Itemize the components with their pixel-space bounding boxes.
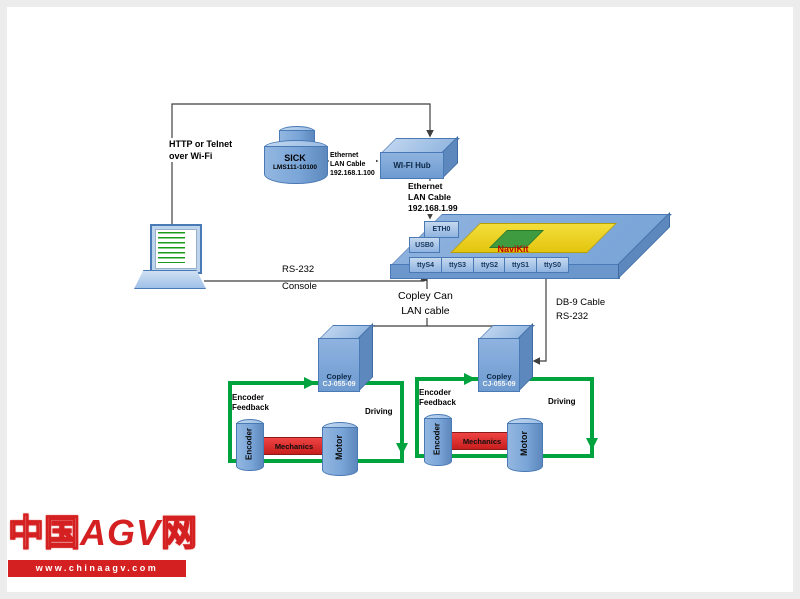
label-driving-left: Driving <box>365 407 393 416</box>
copley-1-label: Copley CJ-055-09 <box>322 371 356 388</box>
port-ttys1: ttyS1 <box>504 257 537 273</box>
encoder-right: Encoder <box>424 414 452 466</box>
motor-left: Motor <box>322 422 358 476</box>
laptop-base <box>134 270 206 289</box>
encoder-right-label: Encoder <box>432 423 442 456</box>
port-ttys3-label: ttyS3 <box>448 261 467 269</box>
navikit-label: NaviKit <box>497 244 529 254</box>
label-db9-cable: DB-9 Cable RS-232 <box>556 297 606 322</box>
port-ttys1-label: ttyS1 <box>511 261 530 269</box>
loop-arrow-right-driving <box>586 438 598 450</box>
usb0-label: USB0 <box>415 241 434 249</box>
encoder-left-label: Encoder <box>244 428 254 461</box>
port-ttys0: ttyS0 <box>536 257 569 273</box>
eth0-port: ETH0 <box>424 221 459 238</box>
wire-laptop-to-wifihub <box>171 103 434 228</box>
feedback-loop-right <box>415 377 594 458</box>
port-ttys4: ttyS4 <box>409 257 442 273</box>
usb0-port: USB0 <box>409 237 440 253</box>
label-encoder-feedback-right: Encoder Feedback <box>419 388 456 408</box>
sick-label: SICK LMS111-10100 <box>264 153 326 172</box>
mechanics-left-label: Mechanics <box>274 441 314 451</box>
label-copley-can: Copley Can LAN cable <box>397 289 454 319</box>
watermark-url: www.chinaagv.com <box>8 559 186 577</box>
port-ttys3: ttyS3 <box>441 257 474 273</box>
label-eth-lan-100: Ethernet LAN Cable 192.168.1.100 <box>329 151 376 179</box>
label-driving-right: Driving <box>548 397 576 406</box>
motor-right-label: Motor <box>519 431 529 457</box>
watermark-cn-right: 网 <box>160 511 198 554</box>
port-ttys4-label: ttyS4 <box>416 261 435 269</box>
sick-name: SICK <box>284 153 306 163</box>
label-encoder-feedback-left: Encoder Feedback <box>232 393 269 413</box>
encoder-left: Encoder <box>236 419 264 471</box>
laptop-screen-code <box>155 229 197 269</box>
mechanics-bar-right: Mechanics <box>450 432 514 450</box>
sick-model: LMS111-10100 <box>272 163 318 171</box>
copley-2-label: Copley CJ-055-09 <box>482 371 516 388</box>
label-rs232-console: RS-232 Console <box>282 264 317 293</box>
label-http-telnet: HTTP or Telnet over Wi-Fi <box>168 138 234 163</box>
loop-arrow-left-driving <box>396 443 408 455</box>
motor-left-label: Motor <box>334 435 344 461</box>
mechanics-bar-left: Mechanics <box>262 437 326 455</box>
wifi-hub-front-face: WI-FI Hub <box>380 152 444 179</box>
label-eth-lan-99: Ethernet LAN Cable 192.168.1.99 <box>407 181 459 215</box>
watermark: 中国AGV网 www.chinaagv.com <box>7 510 198 577</box>
loop-arrow-right-feedback <box>464 373 476 385</box>
laptop-screen <box>150 224 202 274</box>
watermark-title: 中国AGV网 <box>7 510 198 557</box>
port-ttys0-label: ttyS0 <box>543 261 562 269</box>
port-ttys2: ttyS2 <box>473 257 506 273</box>
loop-arrow-left-feedback <box>304 377 316 389</box>
eth0-label: ETH0 <box>432 226 451 233</box>
motor-right: Motor <box>507 418 543 472</box>
watermark-cn-left: 中国 <box>7 511 81 554</box>
wire-db9-to-copley2 <box>532 271 547 365</box>
sick-lidar-body: SICK LMS111-10100 <box>264 140 328 184</box>
mechanics-right-label: Mechanics <box>462 436 502 446</box>
port-ttys2-label: ttyS2 <box>480 261 499 269</box>
wifi-hub-label: WI-FI Hub <box>393 161 431 170</box>
watermark-agv: AGV <box>80 512 162 553</box>
